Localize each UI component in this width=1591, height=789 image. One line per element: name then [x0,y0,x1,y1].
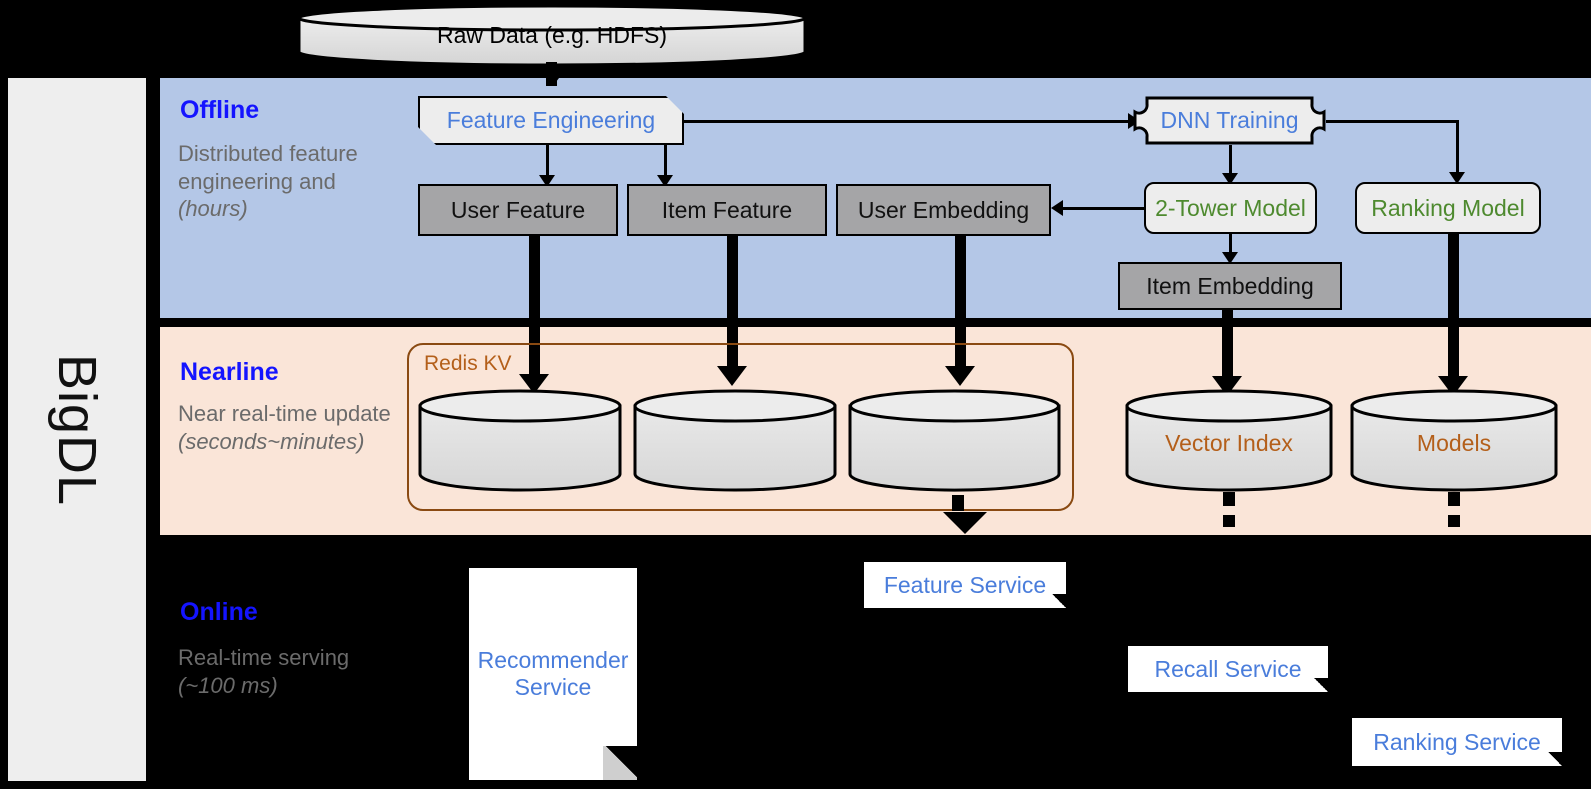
service-ranking[interactable]: Ranking Service [1352,718,1562,766]
connector-twotower-userembedding [1062,207,1144,210]
raw-data-cylinder: Raw Data (e.g. HDFS) [296,4,808,66]
online-subtitle: Real-time serving (~100 ms) [178,644,393,699]
connector-dnn-ranking-v [1456,120,1459,178]
nearline-subtitle-em: (seconds~minutes) [178,428,365,454]
arrowhead-twotower-userembedding [1051,200,1063,216]
online-title: Online [180,598,258,626]
raw-data-label: Raw Data (e.g. HDFS) [436,22,668,48]
redis-kv-label: Redis KV [424,352,512,375]
two-tower-model-label: 2-Tower Model [1155,194,1306,221]
ranking-model-label: Ranking Model [1371,194,1525,221]
page-fold-icon [1052,594,1066,608]
node-item-feature[interactable]: Item Feature [627,184,827,236]
arrowhead-twotower-itemembedding [1222,252,1238,264]
node-user-feature[interactable]: User Feature [418,184,618,236]
connector-itemembedding-vectorindex [1222,310,1233,388]
connector-rankingmodel-models [1448,234,1459,388]
service-feature[interactable]: Feature Service [864,562,1066,608]
user-embedding-label: User Embedding [857,196,1030,223]
stub-feature-service [952,495,964,511]
connector-fe-dnn [684,120,1134,123]
ranking-service-label: Ranking Service [1373,728,1541,755]
arrowhead-store-featureservice [943,512,987,534]
stub-vector-index-1 [1223,492,1235,506]
offline-subtitle: Distributed feature engineering and (hou… [178,140,393,223]
service-recall[interactable]: Recall Service [1128,646,1328,692]
connector-itemfeature-store [727,236,738,376]
store-user-embedding-cylinder[interactable] [847,388,1062,492]
arrowhead-userembedding-store [945,366,975,386]
online-subtitle-em: (~100 ms) [178,672,278,698]
node-item-embedding[interactable]: Item Embedding [1118,262,1342,310]
node-feature-engineering[interactable]: Feature Engineering [418,96,684,145]
recommender-service-label: Recommender Service [477,647,629,700]
dnn-training-label: DNN Training [1160,107,1299,133]
vector-index-cylinder[interactable]: Vector Index [1124,388,1334,492]
nearline-title: Nearline [180,358,279,386]
user-feature-label: User Feature [450,196,586,223]
page-fold-icon [1314,678,1328,692]
store-user-feature-cylinder[interactable] [417,388,623,492]
item-embedding-label: Item Embedding [1146,272,1314,299]
service-recommender[interactable]: Recommender Service [469,568,637,780]
arrowhead-itemfeature-store [717,366,747,386]
arrowhead-rawdata-fe [538,66,568,86]
stub-vector-index-2 [1223,515,1235,527]
nearline-subtitle: Near real-time update (seconds~minutes) [178,400,393,455]
connector-twotower-itemembedding [1229,234,1232,260]
node-two-tower-model[interactable]: 2-Tower Model [1144,182,1317,234]
online-subtitle-text: Real-time serving [178,645,350,670]
store-item-feature-cylinder[interactable] [632,388,838,492]
connector-fe-userfeature [546,145,549,181]
stub-models-2 [1448,515,1460,527]
vector-index-label: Vector Index [1165,430,1293,456]
bigdl-label: BigDL [47,353,107,506]
offline-subtitle-em: (hours) [178,196,248,221]
connector-userembedding-store [955,236,966,376]
nearline-subtitle-text: Near real-time update [178,401,391,426]
connector-dnn-twotower [1229,145,1232,179]
models-cylinder[interactable]: Models [1349,388,1559,492]
arrowhead-dnn-ranking [1449,172,1465,184]
recall-service-label: Recall Service [1154,655,1302,682]
node-ranking-model[interactable]: Ranking Model [1355,182,1541,234]
bigdl-platform-rail: BigDL [8,78,146,781]
feature-engineering-label: Feature Engineering [446,107,656,133]
connector-fe-itemfeature [664,145,667,181]
page-fold-icon [1548,752,1562,766]
connector-dnn-ranking-h [1326,120,1458,123]
arrowhead-userfeature-store [519,374,549,394]
item-feature-label: Item Feature [661,196,793,223]
page-fold-icon [603,746,637,780]
stub-models-1 [1448,492,1460,506]
connector-userfeature-store [529,236,540,386]
node-dnn-training[interactable]: DNN Training [1133,96,1326,145]
feature-service-label: Feature Service [883,571,1047,598]
redis-kv-container [407,343,1074,511]
offline-title: Offline [180,96,260,124]
models-label: Models [1416,430,1492,456]
node-user-embedding[interactable]: User Embedding [836,184,1051,236]
offline-subtitle-text: Distributed feature engineering and [178,141,358,194]
